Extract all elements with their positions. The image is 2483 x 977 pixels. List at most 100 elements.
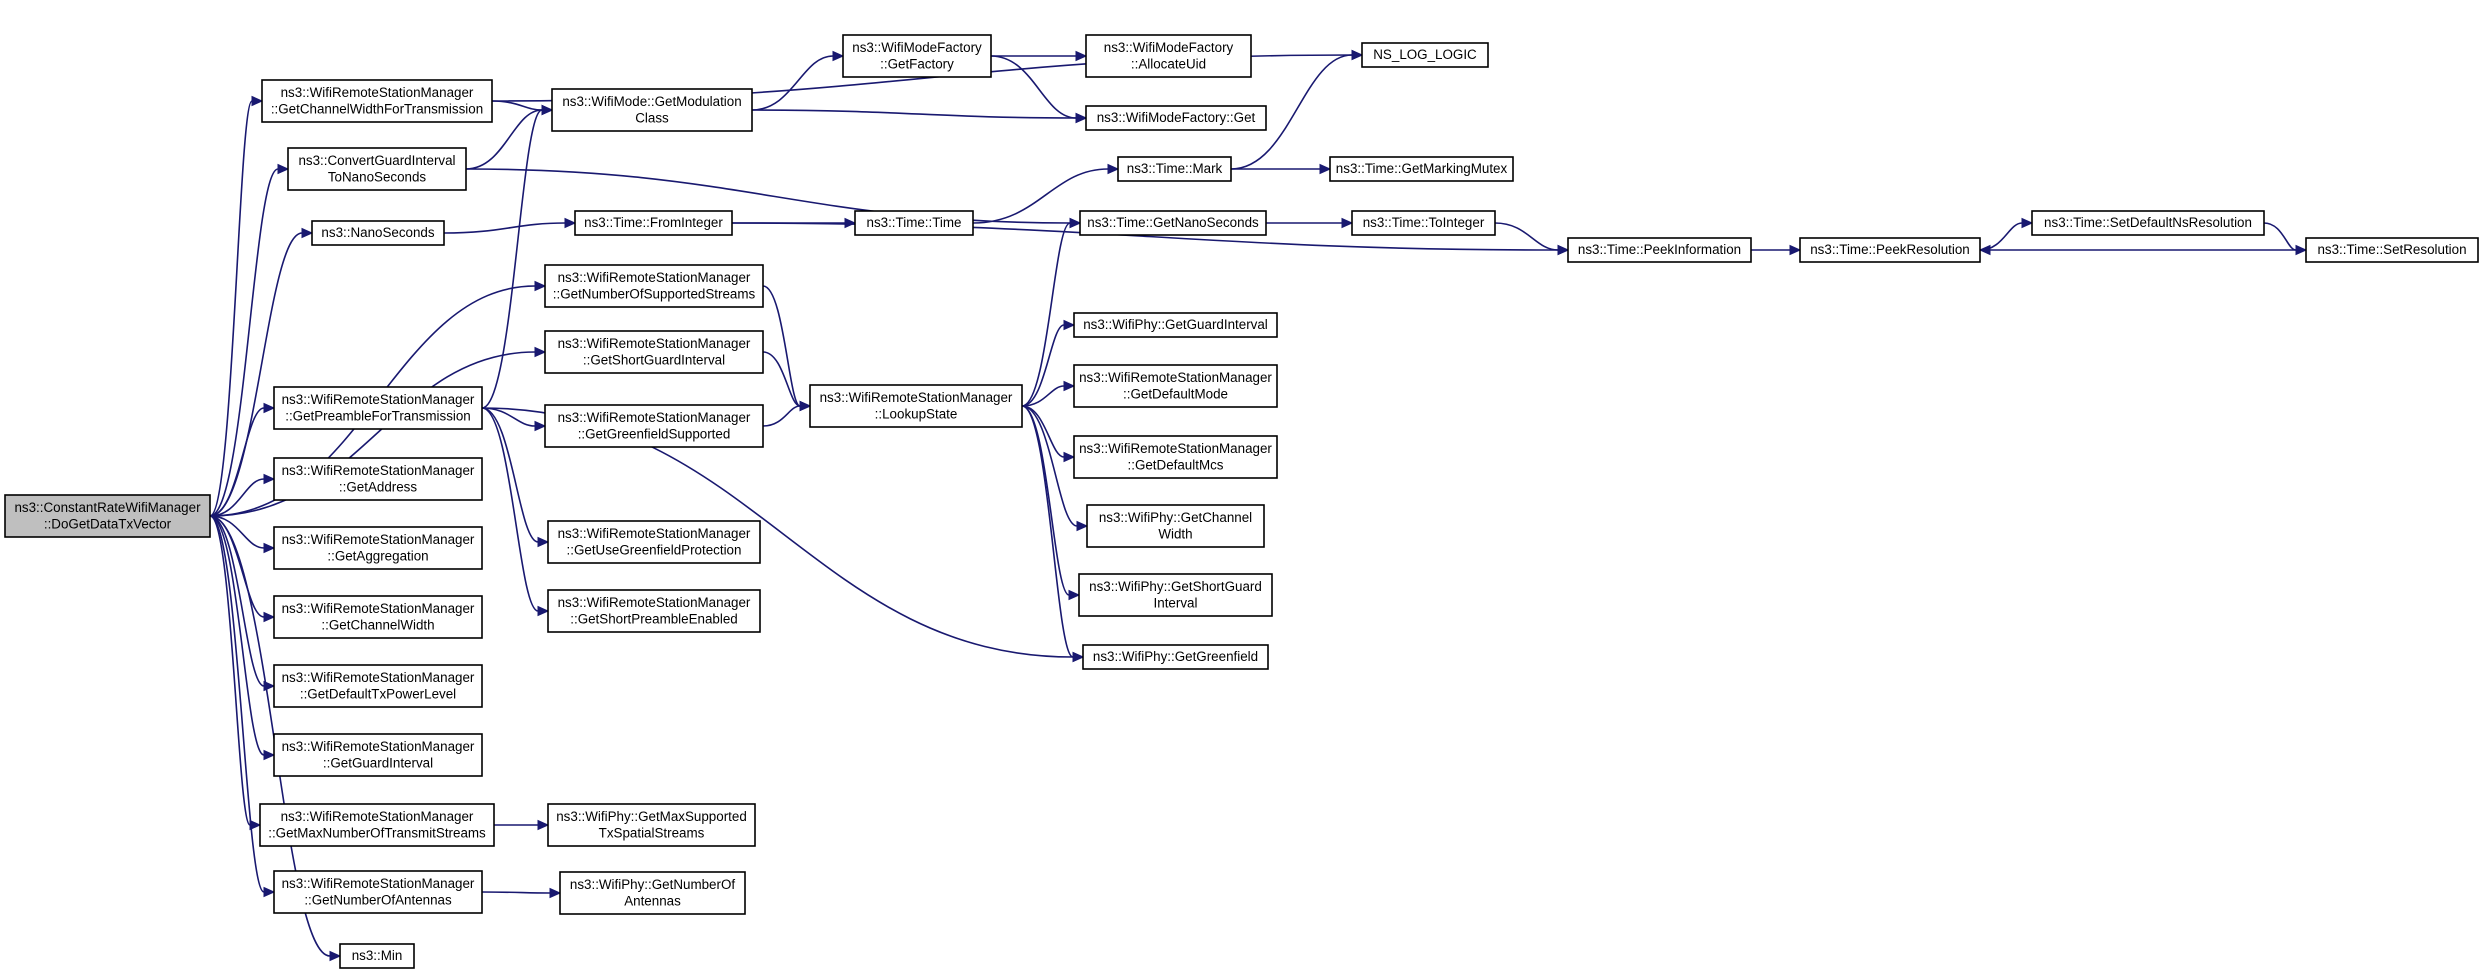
edge-cgi-to-gns	[465, 168, 1082, 229]
node-label: ns3::WifiRemoteStationManager	[558, 336, 751, 351]
node-box	[1329, 156, 1514, 182]
edge-line	[1979, 222, 2023, 251]
edge-root-to-cgi	[209, 163, 290, 517]
edge-line	[1021, 324, 1065, 407]
edge-arrowhead	[549, 887, 562, 899]
node-nanoseconds[interactable]: ns3::NanoSeconds	[311, 220, 445, 246]
edge-arrowhead	[263, 749, 276, 761]
edge-root-to-gnoa_m	[209, 515, 276, 898]
node-wifiphy-getmaxsupportedtxspatialstreams[interactable]: ns3::WifiPhy::GetMaxSupportedTxSpatialSt…	[547, 803, 756, 847]
node-box	[273, 664, 483, 708]
node-wifiremotestationmanager-getusegreenfieldprotection[interactable]: ns3::WifiRemoteStationManager::GetUseGre…	[547, 520, 761, 564]
call-edges	[209, 49, 2308, 962]
edge-arrowhead	[329, 950, 342, 962]
node-label: ::GetChannelWidth	[321, 617, 434, 632]
edge-gnoss-to-lookup	[762, 285, 812, 412]
node-wifiremotestationmanager-getshortpreambleenabled[interactable]: ns3::WifiRemoteStationManager::GetShortP…	[547, 589, 761, 633]
edge-mark-to-gmm	[1230, 163, 1332, 175]
node-box	[287, 147, 467, 191]
node-wifiremotestationmanager-getchannelwidth[interactable]: ns3::WifiRemoteStationManager::GetChanne…	[273, 595, 483, 639]
node-box	[544, 330, 764, 374]
edge-arrowhead	[1789, 244, 1802, 256]
node-label: ::DoGetDataTxVector	[44, 516, 172, 531]
edge-line	[481, 407, 539, 612]
node-min[interactable]: ns3::Min	[339, 943, 415, 969]
node-wifimodefactory-allocateuid[interactable]: ns3::WifiModeFactory::AllocateUid	[1085, 34, 1252, 78]
node-wifimodefactory-getfactory[interactable]: ns3::WifiModeFactory::GetFactory	[842, 34, 992, 78]
node-ns-log-logic[interactable]: NS_LOG_LOGIC	[1361, 42, 1489, 68]
node-box	[1799, 237, 1981, 263]
node-label: ns3::WifiPhy::GetMaxSupported	[556, 809, 747, 824]
edge-line	[209, 407, 265, 517]
node-label: ns3::Time::ToInteger	[1363, 215, 1485, 230]
node-wifiremotestationmanager-getdefaulttxpowerlevel[interactable]: ns3::WifiRemoteStationManager::GetDefaul…	[273, 664, 483, 708]
node-label: Width	[1158, 526, 1192, 541]
edge-line	[209, 515, 265, 756]
edge-arrowhead	[301, 227, 314, 239]
node-wifiphy-getguardinterval[interactable]: ns3::WifiPhy::GetGuardInterval	[1073, 312, 1278, 338]
node-time-peekresolution[interactable]: ns3::Time::PeekResolution	[1799, 237, 1981, 263]
node-box	[1073, 364, 1278, 408]
edge-gsgi_m-to-lookup	[762, 351, 812, 412]
node-box	[273, 595, 483, 639]
node-time-setresolution[interactable]: ns3::Time::SetResolution	[2305, 237, 2479, 263]
node-time-peekinformation[interactable]: ns3::Time::PeekInformation	[1567, 237, 1752, 263]
node-time-getmarkingmutex[interactable]: ns3::Time::GetMarkingMutex	[1329, 156, 1514, 182]
node-wifiremotestationmanager-getaggregation[interactable]: ns3::WifiRemoteStationManager::GetAggreg…	[273, 526, 483, 570]
edge-line	[2263, 222, 2297, 251]
node-time-mark[interactable]: ns3::Time::Mark	[1117, 156, 1232, 182]
node-time-setdefaultnsresolution[interactable]: ns3::Time::SetDefaultNsResolution	[2031, 210, 2265, 236]
edge-arrowhead	[1063, 380, 1076, 392]
edge-line	[762, 285, 801, 407]
edge-arrowhead	[1072, 651, 1085, 663]
node-wifiremotestationmanager-getnumberofantennas[interactable]: ns3::WifiRemoteStationManager::GetNumber…	[273, 870, 483, 914]
node-wifiremotestationmanager-getguardinterval[interactable]: ns3::WifiRemoteStationManager::GetGuardI…	[273, 733, 483, 777]
node-wifiremotestationmanager-getmaxnumberoftransmitstreams[interactable]: ns3::WifiRemoteStationManager::GetMaxNum…	[259, 803, 495, 847]
edge-line	[209, 100, 253, 517]
edge-root-to-gpft	[209, 402, 276, 517]
node-wifiphy-getgreenfield[interactable]: ns3::WifiPhy::GetGreenfield	[1082, 644, 1269, 670]
node-label: ns3::WifiRemoteStationManager	[282, 670, 475, 685]
node-wifiphy-getshortguardinterval[interactable]: ns3::WifiPhy::GetShortGuardInterval	[1078, 573, 1273, 617]
node-wifiremotestationmanager-getshortguardinterval[interactable]: ns3::WifiRemoteStationManager::GetShortG…	[544, 330, 764, 374]
node-constantratewifimanager-dogetdatatxvector[interactable]: ns3::ConstantRateWifiManager::DoGetDataT…	[4, 494, 211, 538]
node-time-getnanoseconds[interactable]: ns3::Time::GetNanoSeconds	[1079, 210, 1267, 236]
edge-line	[465, 168, 1071, 224]
node-label: ::GetNumberOfAntennas	[304, 892, 452, 907]
node-label: ToNanoSeconds	[328, 169, 427, 184]
node-box	[842, 34, 992, 78]
node-wifiremotestationmanager-getaddress[interactable]: ns3::WifiRemoteStationManager::GetAddres…	[273, 457, 483, 501]
node-wifiphy-getchannelwidth[interactable]: ns3::WifiPhy::GetChannelWidth	[1086, 504, 1265, 548]
node-label: ::GetUseGreenfieldProtection	[567, 542, 742, 557]
node-wifiremotestationmanager-getnumberofsupportedstreams[interactable]: ns3::WifiRemoteStationManager::GetNumber…	[544, 264, 764, 308]
node-wifiremotestationmanager-getgreenfieldsupported[interactable]: ns3::WifiRemoteStationManager::GetGreenf…	[544, 404, 764, 448]
node-wifiremotestationmanager-getdefaultmode[interactable]: ns3::WifiRemoteStationManager::GetDefaul…	[1073, 364, 1278, 408]
node-wifiremotestationmanager-getpreamblefortransmission[interactable]: ns3::WifiRemoteStationManager::GetPreamb…	[273, 386, 483, 430]
node-time-tointeger[interactable]: ns3::Time::ToInteger	[1351, 210, 1496, 236]
edge-peekres-to-sdnr	[1979, 217, 2034, 251]
node-label: ns3::WifiRemoteStationManager	[282, 392, 475, 407]
node-label: ns3::WifiPhy::GetChannel	[1099, 510, 1252, 525]
node-time-time[interactable]: ns3::Time::Time	[854, 210, 974, 236]
node-wifiremotestationmanager-getchannelwidthfortransmission[interactable]: ns3::WifiRemoteStationManager::GetChanne…	[261, 79, 493, 123]
node-label: ns3::ConvertGuardInterval	[298, 153, 455, 168]
node-label: ns3::Min	[352, 948, 403, 963]
node-wifiremotestationmanager-getdefaultmcs[interactable]: ns3::WifiRemoteStationManager::GetDefaul…	[1073, 435, 1278, 479]
node-wifimodefactory-get[interactable]: ns3::WifiModeFactory::Get	[1085, 105, 1267, 131]
edge-line	[751, 109, 1077, 119]
edge-line	[481, 891, 551, 894]
node-label: ns3::WifiRemoteStationManager	[558, 410, 751, 425]
node-wifiphy-getnumberofantennas[interactable]: ns3::WifiPhy::GetNumberOfAntennas	[559, 871, 746, 915]
edge-arrowhead	[1075, 50, 1088, 62]
node-time-frominteger[interactable]: ns3::Time::FromInteger	[574, 210, 733, 236]
node-label: ::GetGreenfieldSupported	[578, 426, 731, 441]
edge-arrowhead	[251, 95, 264, 107]
edge-gmc-to-wmf_get	[751, 109, 1088, 124]
node-label: Class	[635, 110, 669, 125]
node-box	[311, 220, 445, 246]
node-label: ns3::WifiRemoteStationManager	[820, 390, 1013, 405]
node-wifiremotestationmanager-lookupstate[interactable]: ns3::WifiRemoteStationManager::LookupSta…	[809, 384, 1023, 428]
edge-root-to-gaddr	[209, 473, 276, 517]
